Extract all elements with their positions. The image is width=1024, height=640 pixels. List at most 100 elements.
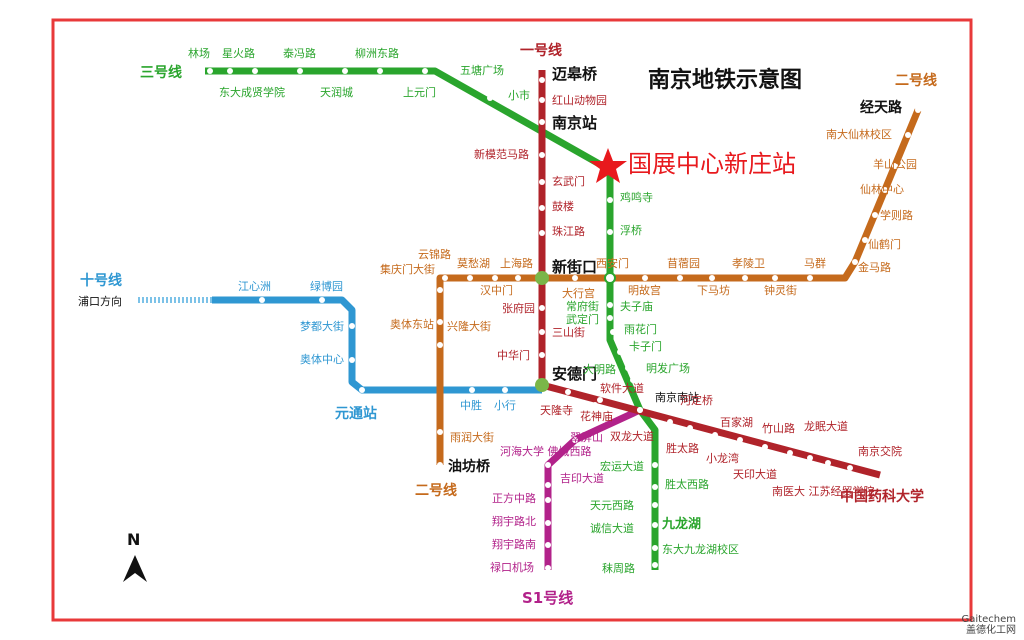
station-dot-lineS1-2 <box>545 482 551 488</box>
lineS1-track <box>544 406 642 570</box>
station-label-line1_north-6: 珠江路 <box>552 224 585 238</box>
station-label-line1_south-13: 中国药科大学 <box>840 488 924 505</box>
station-label-line1_north-5: 鼓楼 <box>552 199 574 213</box>
station-label-line10-4: 中胜 <box>460 398 482 412</box>
station-dot-line2-4 <box>872 212 878 218</box>
station-dot-line2-20 <box>437 342 443 348</box>
station-label-lineS1-1: 河海大学 佛城西路 <box>500 444 592 458</box>
station-label-line3_south-9: 明发广场 <box>646 361 690 375</box>
station-label-line1_north-2: 南京站 <box>552 114 597 132</box>
station-dot-line1_north-1 <box>539 97 545 103</box>
station-label-line3_west-5: 天润城 <box>320 85 353 99</box>
station-label-line3_south-6: 雨花门 <box>624 322 657 336</box>
station-dot-line2-23 <box>437 462 443 468</box>
station-dot-line1_north-4 <box>539 179 545 185</box>
station-label-line2-19: 兴隆大街 <box>447 319 491 333</box>
line2-track <box>436 108 922 465</box>
station-label-line3_south-1: 浮桥 <box>620 224 642 237</box>
line3-name: 三号线 <box>140 64 182 81</box>
station-label-line1_south-3: 双龙大道 <box>610 429 654 443</box>
station-label-line2-9: 孝陵卫 <box>732 257 765 270</box>
station-dot-lineS1-4 <box>545 520 551 526</box>
station-label-lineS1-3: 正方中路 <box>492 491 536 505</box>
station-dot-lineS1-0 <box>572 437 578 443</box>
north-arrow-icon <box>123 555 147 582</box>
north-label: N <box>127 530 140 549</box>
station-dot-line10-1 <box>319 297 325 303</box>
station-dot-line1_north-5 <box>539 205 545 211</box>
station-label-line1_north-1: 红山动物园 <box>552 93 607 107</box>
station-label-line2-2: 羊山公园 <box>873 157 917 171</box>
station-dot-line2-22 <box>359 387 365 393</box>
station-dot-line2-10 <box>709 275 715 281</box>
station-label-line10-5: 小行 <box>494 399 516 412</box>
station-label-line2-7: 马群 <box>804 256 826 270</box>
station-dot-line3_west-5 <box>342 68 348 74</box>
station-label-line2-8: 钟灵街 <box>764 283 797 297</box>
highlight-station-name: 国展中心新庄站 <box>628 150 796 178</box>
station-label-line2-5: 仙鹤门 <box>868 237 901 251</box>
station-dot-line3_south-16 <box>652 545 658 551</box>
station-dot-line1_south-4 <box>687 425 693 431</box>
station-label-line2-13: 西安门 <box>596 256 629 270</box>
station-dot-line10-5 <box>502 387 508 393</box>
station-label-line1_south-4: 河定桥 <box>680 393 713 407</box>
station-dot-line1_north-6 <box>539 230 545 236</box>
station-label-lineS1-6: 禄口机场 <box>490 560 534 574</box>
station-label-line2-14: 汉中门 <box>480 283 513 297</box>
station-label-lineS1-5: 翔宇路南 <box>492 537 536 551</box>
station-label-line3_west-8: 小市 <box>508 88 530 102</box>
station-dot-line3_south-9 <box>630 377 636 383</box>
station-dot-line3_south-13 <box>652 502 658 508</box>
station-label-line2-1: 南大仙林校区 <box>826 127 892 141</box>
station-label-line3_west-1: 星火路 <box>222 47 255 60</box>
station-dot-line1_north-3 <box>539 152 545 158</box>
station-label-line3_south-14: 九龙湖 <box>661 516 701 532</box>
line3-track <box>205 67 659 570</box>
station-label-line1_south-7: 小龙湾 <box>706 451 739 465</box>
station-label-line1_north-10: 中华门 <box>497 348 530 362</box>
station-dot-line10-0 <box>259 297 265 303</box>
station-label-line1_north-8: 张府园 <box>502 301 535 315</box>
station-label-line2-22: 元通站 <box>335 405 377 422</box>
station-dot-line2-9 <box>742 275 748 281</box>
station-label-line2-0: 经天路 <box>860 99 903 116</box>
station-label-line10-1: 绿博园 <box>310 279 343 293</box>
station-dot-line1_south-5 <box>667 419 673 425</box>
station-label-line1_north-11: 安德门 <box>552 365 597 383</box>
lineS1-name: S1号线 <box>522 589 573 607</box>
station-dot-line3_south-17 <box>652 562 658 568</box>
watermark-brand: Gaitechem <box>961 614 1016 625</box>
station-dot-line3_south-6 <box>610 329 616 335</box>
station-dot-lineS1-1 <box>545 462 551 468</box>
station-label-line3_south-8: 大明路 <box>583 362 616 376</box>
station-dot-line1_south-9 <box>762 444 768 450</box>
watermark: Gaitechem 盖德化工网 <box>962 614 1016 636</box>
station-label-line10-0: 江心洲 <box>238 280 271 293</box>
station-label-line3_south-15: 诚信大道 <box>590 521 634 535</box>
station-label-line2-16: 莫愁湖 <box>457 257 490 270</box>
station-label-line2-11: 苜蓿园 <box>667 256 700 270</box>
station-dot-line1_south-0 <box>565 389 571 395</box>
station-label-line1_north-7: 新街口 <box>552 258 597 276</box>
station-label-line3_south-5: 武定门 <box>566 312 599 326</box>
station-label-line1_south-5: 胜太路 <box>666 441 699 455</box>
station-dot-line2-3 <box>882 187 888 193</box>
station-label-lineS1-2: 吉印大道 <box>560 471 604 485</box>
station-dots <box>207 68 921 571</box>
station-dot-line2-17 <box>442 275 448 281</box>
station-dot-line2-7 <box>807 275 813 281</box>
station-dot-line1_south-11 <box>807 455 813 461</box>
station-label-line3_south-12: 胜太西路 <box>665 477 709 491</box>
station-label-line1_south-11: 南医大 江苏经贸学院 <box>772 484 875 498</box>
station-label-line3_south-16: 东大九龙湖校区 <box>662 542 739 556</box>
station-dot-line3_west-1 <box>252 68 258 74</box>
station-label-line1_north-4: 玄武门 <box>552 174 585 188</box>
station-label-line3_south-7: 卡子门 <box>629 339 662 353</box>
station-label-line3_south-0: 鸡鸣寺 <box>620 190 653 204</box>
station-label-lineS1-0: 翠屏山 <box>570 431 603 444</box>
station-dot-line2-19 <box>437 319 443 325</box>
station-dot-line2-2 <box>892 163 898 169</box>
station-dot-line1_north-10 <box>539 352 545 358</box>
